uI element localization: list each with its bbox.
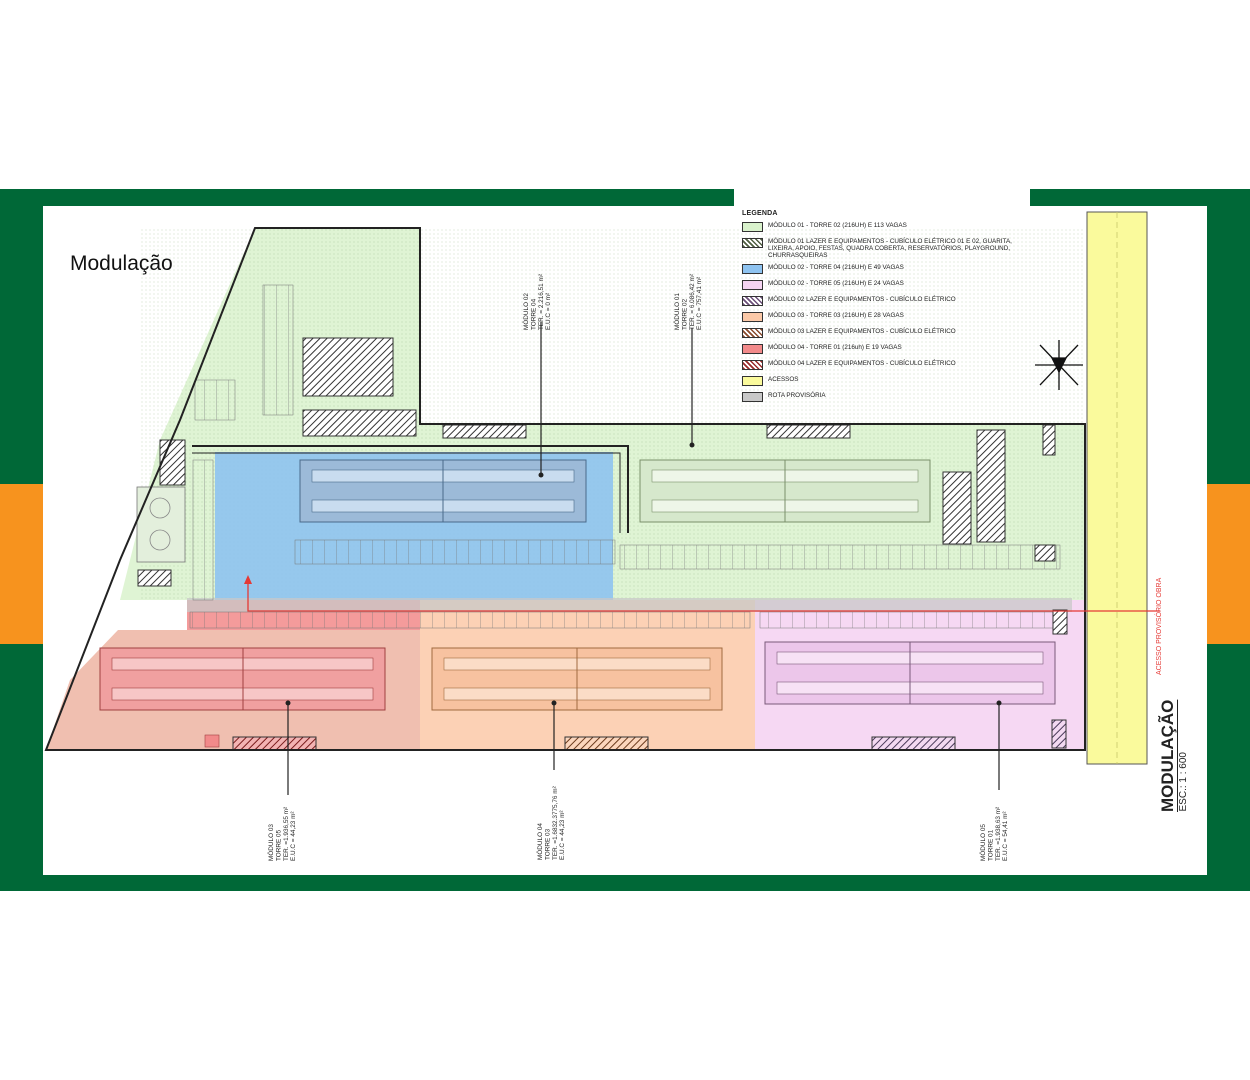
legend-label: MÓDULO 02 - TORRE 04 (216UH) E 49 VAGAS <box>768 264 904 271</box>
leader-dot <box>551 700 557 706</box>
building-torre-05 <box>99 647 386 711</box>
legend-label: ACESSOS <box>768 376 799 383</box>
legend-swatch <box>742 296 763 306</box>
reservoir-icon <box>149 497 171 519</box>
legend-title: LEGENDA <box>742 210 778 217</box>
legend: LEGENDA MÓDULO 01 - TORRE 02 (216UH) E 1… <box>742 210 1032 408</box>
parking-row <box>189 611 751 629</box>
legend-label: MÓDULO 01 LAZER E EQUIPAMENTOS - CUBÍCUL… <box>768 238 1012 259</box>
label-modulo-02: MÓDULO 02 TORRE 04 TER. = 2.216,51 m² E.… <box>523 274 553 330</box>
amenity-hatch <box>302 337 394 397</box>
module02-boundary <box>192 445 629 533</box>
parking-row <box>294 539 616 565</box>
label-modulo-03: MÓDULO 03 TORRE 05 TER. =1.936,55 m² E.U… <box>268 806 298 861</box>
legend-label: MÓDULO 02 - TORRE 05 (216UH) E 24 VAGAS <box>768 280 904 287</box>
amenity-hatch <box>766 424 851 439</box>
legend-item: MÓDULO 03 - TORRE 03 (216UH) E 28 VAGAS <box>742 312 1032 323</box>
legend-item: MÓDULO 02 - TORRE 04 (216UH) E 49 VAGAS <box>742 264 1032 275</box>
leader-dot <box>689 442 695 448</box>
amenity-hatch-red <box>232 736 317 751</box>
legend-label: MÓDULO 02 LAZER E EQUIPAMENTOS - CUBÍCUL… <box>768 296 956 303</box>
legend-item: MÓDULO 02 - TORRE 05 (216UH) E 24 VAGAS <box>742 280 1032 291</box>
building-torre-01 <box>764 641 1056 705</box>
amenity-hatch <box>976 429 1006 543</box>
legend-swatch <box>742 238 763 248</box>
legend-label: MÓDULO 03 LAZER E EQUIPAMENTOS - CUBÍCUL… <box>768 328 956 335</box>
drawing-scale: ESC.: 1 : 600 <box>1178 752 1189 812</box>
access-label: ACESSO PROVISÓRIO OBRA <box>1156 577 1163 675</box>
legend-item: MÓDULO 04 LAZER E EQUIPAMENTOS - CUBÍCUL… <box>742 360 1032 371</box>
legend-swatch <box>742 328 763 338</box>
amenity-hatch-purple <box>871 736 956 751</box>
route-arrow-icon <box>244 575 252 584</box>
legend-item: MÓDULO 04 - TORRE 01 (216uh) E 19 VAGAS <box>742 344 1032 355</box>
leader-dot <box>996 700 1002 706</box>
legend-label: MÓDULO 04 - TORRE 01 (216uh) E 19 VAGAS <box>768 344 902 351</box>
legend-notch <box>734 189 1030 209</box>
parking-row <box>619 544 1061 570</box>
legend-swatch <box>742 312 763 322</box>
north-arrow-icon <box>1035 340 1083 390</box>
label-modulo-04: MÓDULO 04 TORRE 03 TER. =1.6832.3775,76 … <box>537 786 567 860</box>
amenity-hatch <box>137 569 172 587</box>
legend-label: MÓDULO 03 - TORRE 03 (216UH) E 28 VAGAS <box>768 312 904 319</box>
parking-column <box>192 459 214 601</box>
amenity-hatch <box>442 424 527 439</box>
provisional-route <box>247 582 1160 612</box>
legend-items: MÓDULO 01 - TORRE 02 (216UH) E 113 VAGAS… <box>742 222 1032 403</box>
legend-swatch <box>742 222 763 232</box>
amenity-hatch <box>302 409 417 437</box>
label-modulo-01: MÓDULO 01 TORRE 02 TER. = 6.086,42 m² E.… <box>674 274 704 330</box>
amenity-hatch <box>1052 609 1068 635</box>
legend-item: ACESSOS <box>742 376 1032 387</box>
legend-label: MÓDULO 01 - TORRE 02 (216UH) E 113 VAGAS <box>768 222 907 229</box>
amenity-hatch <box>1051 719 1067 749</box>
reservoir-icon <box>149 529 171 551</box>
legend-swatch <box>742 392 763 402</box>
parking-row <box>759 611 1061 629</box>
page-title: Modulação <box>70 252 173 275</box>
parking-column <box>194 379 236 421</box>
label-modulo-05: MÓDULO 05 TORRE 01 TER. =1.938,63 m² E.U… <box>980 806 1010 861</box>
building-torre-02 <box>639 459 931 523</box>
legend-item: MÓDULO 03 LAZER E EQUIPAMENTOS - CUBÍCUL… <box>742 328 1032 339</box>
legend-item: ROTA PROVISÓRIA <box>742 392 1032 403</box>
legend-item: MÓDULO 02 LAZER E EQUIPAMENTOS - CUBÍCUL… <box>742 296 1032 307</box>
small-red-block <box>204 734 220 748</box>
amenity-hatch <box>159 439 186 486</box>
building-torre-03 <box>431 647 723 711</box>
legend-swatch <box>742 264 763 274</box>
amenity-hatch <box>942 471 972 545</box>
amenity-hatch <box>1034 544 1056 562</box>
legend-swatch <box>742 376 763 386</box>
legend-swatch <box>742 344 763 354</box>
orange-stripe-right <box>1206 484 1250 644</box>
legend-swatch <box>742 280 763 290</box>
legend-label: ROTA PROVISÓRIA <box>768 392 826 399</box>
legend-swatch <box>742 360 763 370</box>
parking-column <box>262 284 294 416</box>
legend-label: MÓDULO 04 LAZER E EQUIPAMENTOS - CUBÍCUL… <box>768 360 956 367</box>
legend-item: MÓDULO 01 LAZER E EQUIPAMENTOS - CUBÍCUL… <box>742 238 1032 259</box>
module02-boundary-inner <box>192 452 621 533</box>
site-boundary <box>44 227 1086 751</box>
leader-dot <box>285 700 291 706</box>
zone-route <box>187 598 1072 612</box>
leader-dot <box>538 472 544 478</box>
drawing-title: MODULAÇÃO <box>1158 699 1177 812</box>
orange-stripe-left <box>0 484 44 644</box>
building-torre-04 <box>299 459 587 523</box>
amenity-hatch <box>1042 424 1056 456</box>
amenity-hatch-orange <box>564 736 649 751</box>
legend-item: MÓDULO 01 - TORRE 02 (216UH) E 113 VAGAS <box>742 222 1032 233</box>
